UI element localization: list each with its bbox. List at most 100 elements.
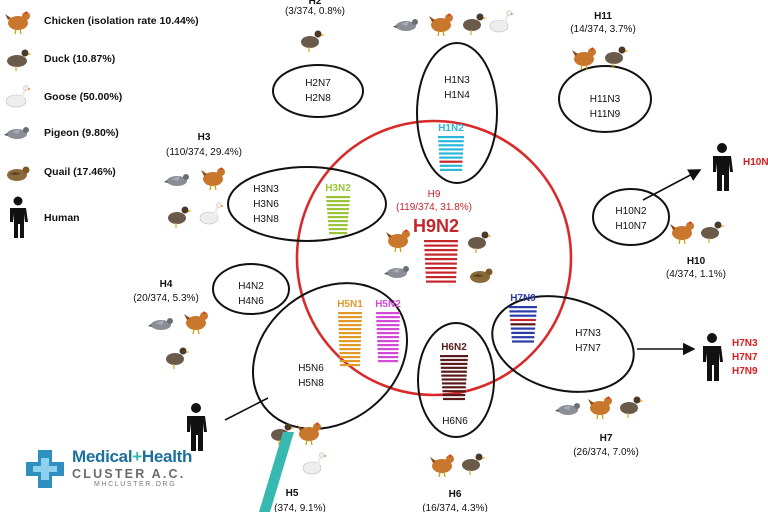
duck-icon	[167, 205, 193, 229]
h10-arrow	[642, 169, 702, 201]
h3-subtype: H3N8	[253, 214, 279, 225]
h7n9-label: H7N9	[510, 293, 536, 304]
logo-subtitle: CLUSTER A.C.	[72, 467, 186, 481]
h3-stats: (110/374, 29.4%)	[166, 147, 242, 158]
h4-stats: (20/374, 5.3%)	[133, 293, 199, 304]
h7n9-bar	[509, 314, 537, 317]
h3n2-bar	[328, 224, 348, 227]
duck-icon	[604, 45, 630, 69]
h5n1-bar	[340, 364, 360, 367]
h11-title: H11	[594, 11, 612, 22]
human-icon	[713, 143, 733, 191]
h2-title: H2	[309, 0, 322, 7]
chicken-icon	[5, 11, 30, 35]
h5n2-bar	[377, 340, 399, 343]
goose-icon	[301, 451, 329, 476]
h3n2-label: H3N2	[325, 183, 351, 194]
h6n2-bar	[443, 397, 465, 401]
h5n1-bar	[339, 344, 361, 347]
h5n2-bar	[376, 332, 400, 335]
h7n9-bars	[509, 306, 537, 343]
h3-subtype: H3N3	[253, 184, 279, 195]
h5n1-bar	[338, 312, 362, 315]
duck-icon	[619, 395, 645, 419]
h5n2-bar	[376, 312, 400, 315]
human-icon	[703, 333, 723, 381]
h6n2-bar	[440, 355, 468, 358]
h6n2-bar	[441, 374, 467, 377]
h3n2-bar	[327, 212, 349, 215]
h7n9-bar	[511, 336, 535, 339]
h3n2-bar	[328, 228, 348, 231]
legend-item-goose: Goose (50.00%)	[4, 82, 122, 112]
legend-label: Quail (17.46%)	[44, 166, 116, 178]
h9n2-bar	[424, 258, 458, 261]
h9n2-label: H9N2	[413, 216, 459, 236]
duck-icon	[300, 29, 326, 53]
pigeon-icon	[4, 127, 29, 139]
pigeon-icon	[164, 174, 189, 186]
h5n1-bar	[339, 352, 361, 355]
h1n2-bars	[438, 136, 464, 171]
h3-subtype: H3N6	[253, 199, 279, 210]
h4-subtype: H4N2	[238, 281, 264, 292]
h9n2-bars	[424, 240, 458, 283]
legend-item-human: Human	[4, 196, 80, 240]
legend-label: Human	[44, 212, 80, 224]
h6n2-bars	[440, 355, 468, 401]
h5-ellipse	[252, 282, 408, 430]
h10-subtype: H10N7	[615, 221, 647, 232]
h2-stats: (3/374, 0.8%)	[285, 6, 345, 17]
h9-stats: (119/374, 31.8%)	[396, 202, 472, 213]
h9-title: H9	[428, 189, 441, 200]
h9n2-bar	[424, 249, 458, 252]
pigeon-icon	[393, 19, 418, 31]
human-icon	[10, 196, 28, 238]
h7-subtype: H7N3	[575, 328, 601, 339]
duck-icon	[467, 230, 493, 254]
medical-cross-icon	[26, 450, 64, 488]
h11-subtype: H11N3	[590, 94, 621, 105]
h6n2-bar	[440, 358, 468, 362]
h5n1-bar	[339, 356, 361, 359]
h5n2-bar	[377, 344, 399, 347]
h6n2-bar	[442, 390, 466, 393]
h5n2-bar	[376, 316, 400, 319]
h5-stats: (374, 9.1%)	[274, 503, 326, 512]
h3-title: H3	[198, 132, 211, 143]
h3n2-bar	[326, 196, 350, 199]
legend-item-duck: Duck (10.87%)	[4, 44, 115, 74]
h9n2-bar	[424, 244, 458, 247]
h1n2-bar	[438, 136, 464, 139]
h6n2-label: H6N2	[441, 342, 467, 353]
h5n1-bar	[338, 320, 362, 323]
duck-icon	[700, 220, 726, 244]
h2-subtype: H2N7	[305, 78, 331, 89]
h6-stats: (16/374, 4.3%)	[422, 503, 488, 512]
h5n2-bar	[376, 324, 400, 327]
h5n1-bar	[339, 360, 361, 363]
h6n2-bar	[440, 366, 468, 369]
h1-subtype: H1N4	[444, 90, 470, 101]
h11-stats: (14/374, 3.7%)	[570, 24, 636, 35]
h5-subtype: H5N8	[298, 378, 324, 389]
h5n1-bar	[338, 324, 362, 327]
h1n2-bar	[439, 156, 463, 159]
legend-item-quail: Quail (17.46%)	[4, 157, 116, 187]
logo: Medical+Health CLUSTER A.C. MHCLUSTER.OR…	[24, 446, 244, 494]
legend-item-chicken: Chicken (isolation rate 10.44%)	[4, 6, 199, 36]
h5-title: H5	[286, 488, 299, 499]
legend-label: Duck (10.87%)	[44, 53, 116, 65]
h5n1-bars	[338, 312, 362, 367]
chicken-icon	[200, 166, 226, 191]
legend-label: Chicken (isolation rate 10.44%)	[44, 15, 199, 27]
chicken-icon	[429, 453, 455, 478]
h7-stats: (26/374, 7.0%)	[573, 447, 639, 458]
h5n1-label: H5N1	[337, 299, 363, 310]
h5n1-bar	[338, 332, 362, 335]
h5n1-bar	[338, 336, 362, 339]
h2-ellipse	[272, 64, 364, 118]
h3n2-bar	[329, 232, 347, 235]
chicken-icon	[587, 395, 613, 420]
